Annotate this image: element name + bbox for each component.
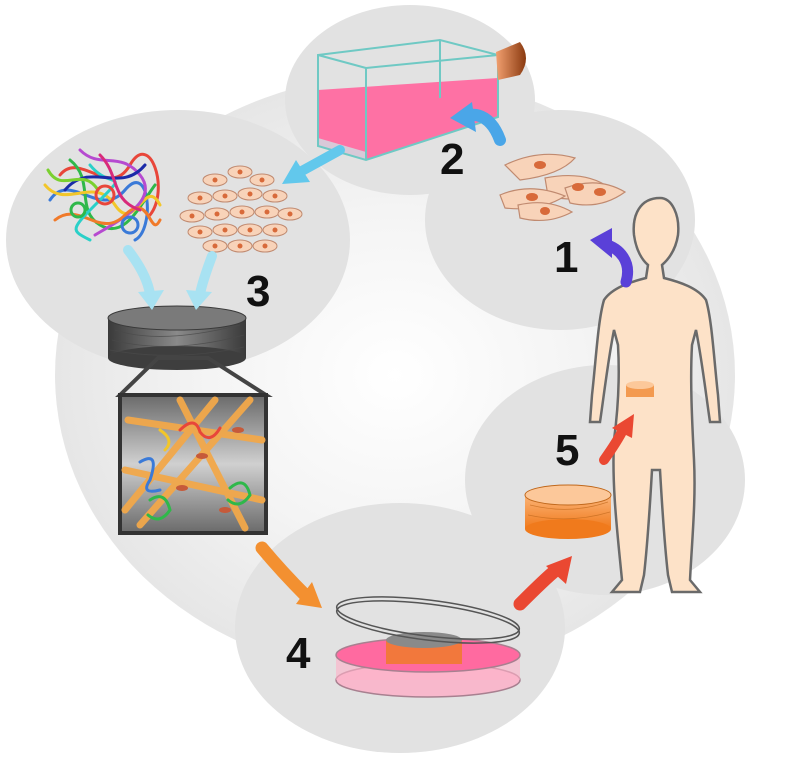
petri-dish-icon [335, 596, 521, 698]
scaffold-disk-icon [107, 305, 247, 370]
arrow-cells-to-scaffold [186, 251, 217, 310]
arrow-implant-to-body [599, 414, 634, 465]
implant-disc-icon [524, 484, 612, 539]
step-label-4: 4 [286, 629, 311, 678]
step-label-3: 3 [246, 267, 270, 316]
human-body-icon [588, 196, 722, 594]
arrow-fibers-to-scaffold [123, 245, 164, 310]
arrow-step-4 [255, 541, 322, 608]
arrow-step-5 [513, 556, 572, 611]
cell-cluster-icon [179, 165, 303, 253]
process-arrows [123, 102, 634, 611]
harvested-cells-icon [499, 153, 627, 222]
step-label-1: 1 [554, 233, 578, 282]
scaffold-zoom-frame [115, 356, 273, 535]
arrow-step-2 [450, 102, 506, 146]
step-label-5: 5 [555, 426, 579, 475]
bubble-petri [235, 503, 565, 753]
step-label-2: 2 [440, 135, 464, 184]
arrow-flask-to-cells [282, 145, 345, 184]
biomaterial-fibers-icon [43, 148, 162, 242]
arrow-step-1 [590, 228, 633, 288]
culture-flask-icon [317, 38, 526, 162]
